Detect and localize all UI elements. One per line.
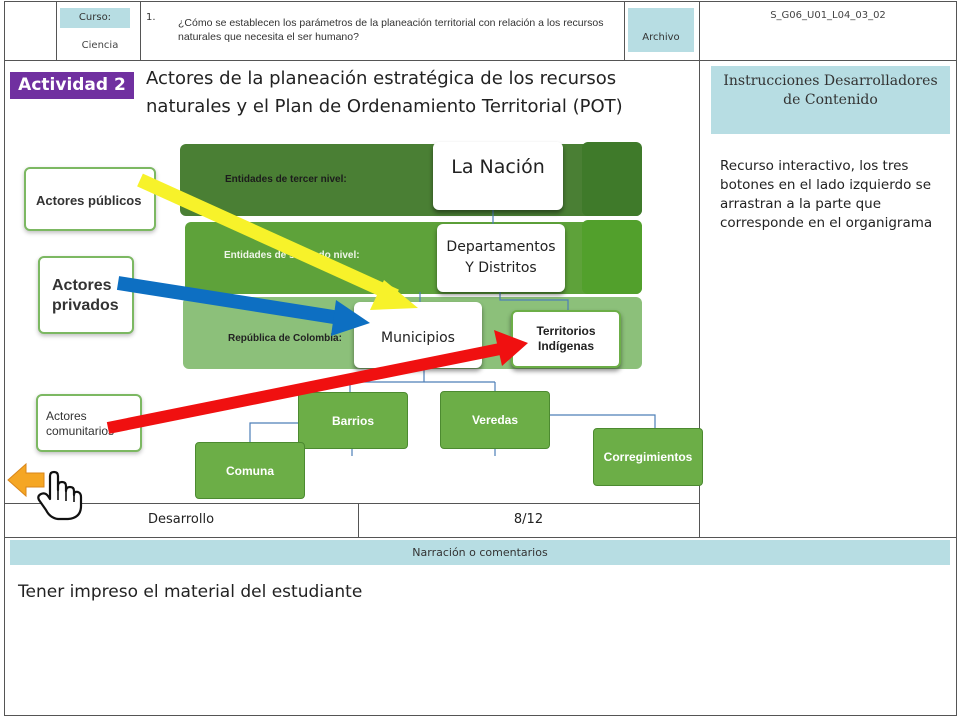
- activity-title: Actores de la planeación estratégica de …: [146, 68, 623, 117]
- table-top-border: [4, 1, 957, 2]
- curso-label: Curso:: [60, 8, 130, 28]
- label-third-level: Entidades de tercer nivel:: [225, 174, 347, 185]
- question-number: 1.: [146, 12, 156, 23]
- footer-row-top-border: [4, 503, 699, 504]
- page-indicator: 8/12: [513, 512, 544, 527]
- table-left-border: [4, 1, 5, 716]
- node-departamentos-line2: Y Distritos: [465, 260, 537, 276]
- instructions-header: Instrucciones Desarrolladores de Conteni…: [711, 66, 950, 134]
- band-second-level-right-tab: [582, 220, 642, 294]
- arrow-privados: [116, 276, 370, 336]
- actor-privados-button[interactable]: Actores privados: [38, 256, 134, 334]
- narration-header: Narración o comentarios: [10, 540, 950, 565]
- node-la-nacion: La Nación: [433, 142, 563, 210]
- node-barrios: Barrios: [298, 392, 408, 449]
- node-veredas: Veredas: [440, 391, 550, 449]
- node-departamentos-distritos: Departamentos Y Distritos: [437, 224, 565, 292]
- node-territorios-line1: Territorios: [536, 324, 596, 338]
- node-departamentos-line1: Departamentos: [446, 239, 556, 255]
- header-col-divider-1: [56, 1, 57, 61]
- main-col-divider: [699, 1, 700, 538]
- actor-publicos-button[interactable]: Actores públicos: [24, 167, 156, 231]
- node-municipios: Municipios: [354, 302, 482, 368]
- node-corregimientos: Corregimientos: [593, 428, 703, 486]
- arrow-publicos: [137, 173, 418, 310]
- footer-row-divider: [358, 503, 359, 538]
- curso-value: Ciencia: [81, 40, 119, 51]
- table-bottom-border: [4, 715, 957, 716]
- header-bottom-border: [4, 60, 957, 61]
- arrow-comunitarios: [106, 330, 528, 434]
- header-col-divider-2: [140, 1, 141, 61]
- connector-departamentos-territorios: [499, 292, 569, 312]
- content-bottom-border: [4, 537, 957, 538]
- actor-comunitarios-line1: Actores: [46, 409, 87, 423]
- question-text: ¿Cómo se establecen los parámetros de la…: [178, 17, 604, 43]
- label-first-level: República de Colombia:: [228, 333, 342, 344]
- instructions-body: Recurso interactivo, los tres botones en…: [720, 158, 933, 231]
- header-col-divider-3: [624, 1, 625, 61]
- hand-pointer-icon: [37, 470, 83, 521]
- node-territorios-indigenas: Territorios Indígenas: [511, 310, 621, 368]
- actor-publicos-label: Actores públicos: [36, 193, 142, 208]
- connector-barrios-comuna: [249, 422, 300, 443]
- actor-privados-line1: Actores: [52, 277, 112, 294]
- table-right-border: [956, 1, 957, 716]
- activity-badge: Actividad 2: [10, 72, 134, 99]
- lesson-code: S_G06_U01_L04_03_02: [770, 10, 886, 21]
- actor-privados-line2: privados: [52, 297, 119, 314]
- connector-veredas-corregimientos: [548, 414, 656, 428]
- stage-label: Desarrollo: [147, 512, 215, 527]
- actor-comunitarios-label: Actores comunitarios: [46, 409, 114, 439]
- band-third-level-right-tab: [582, 142, 642, 216]
- actor-privados-label: Actores privados: [52, 276, 119, 316]
- archivo-button[interactable]: Archivo: [628, 8, 694, 52]
- node-comuna: Comuna: [195, 442, 305, 499]
- band-third-level: [180, 144, 642, 216]
- node-territorios-line2: Indígenas: [537, 339, 594, 353]
- narration-body: Tener impreso el material del estudiante: [18, 582, 363, 602]
- actor-comunitarios-line2: comunitarios: [46, 424, 115, 438]
- back-arrow-icon[interactable]: [6, 460, 46, 500]
